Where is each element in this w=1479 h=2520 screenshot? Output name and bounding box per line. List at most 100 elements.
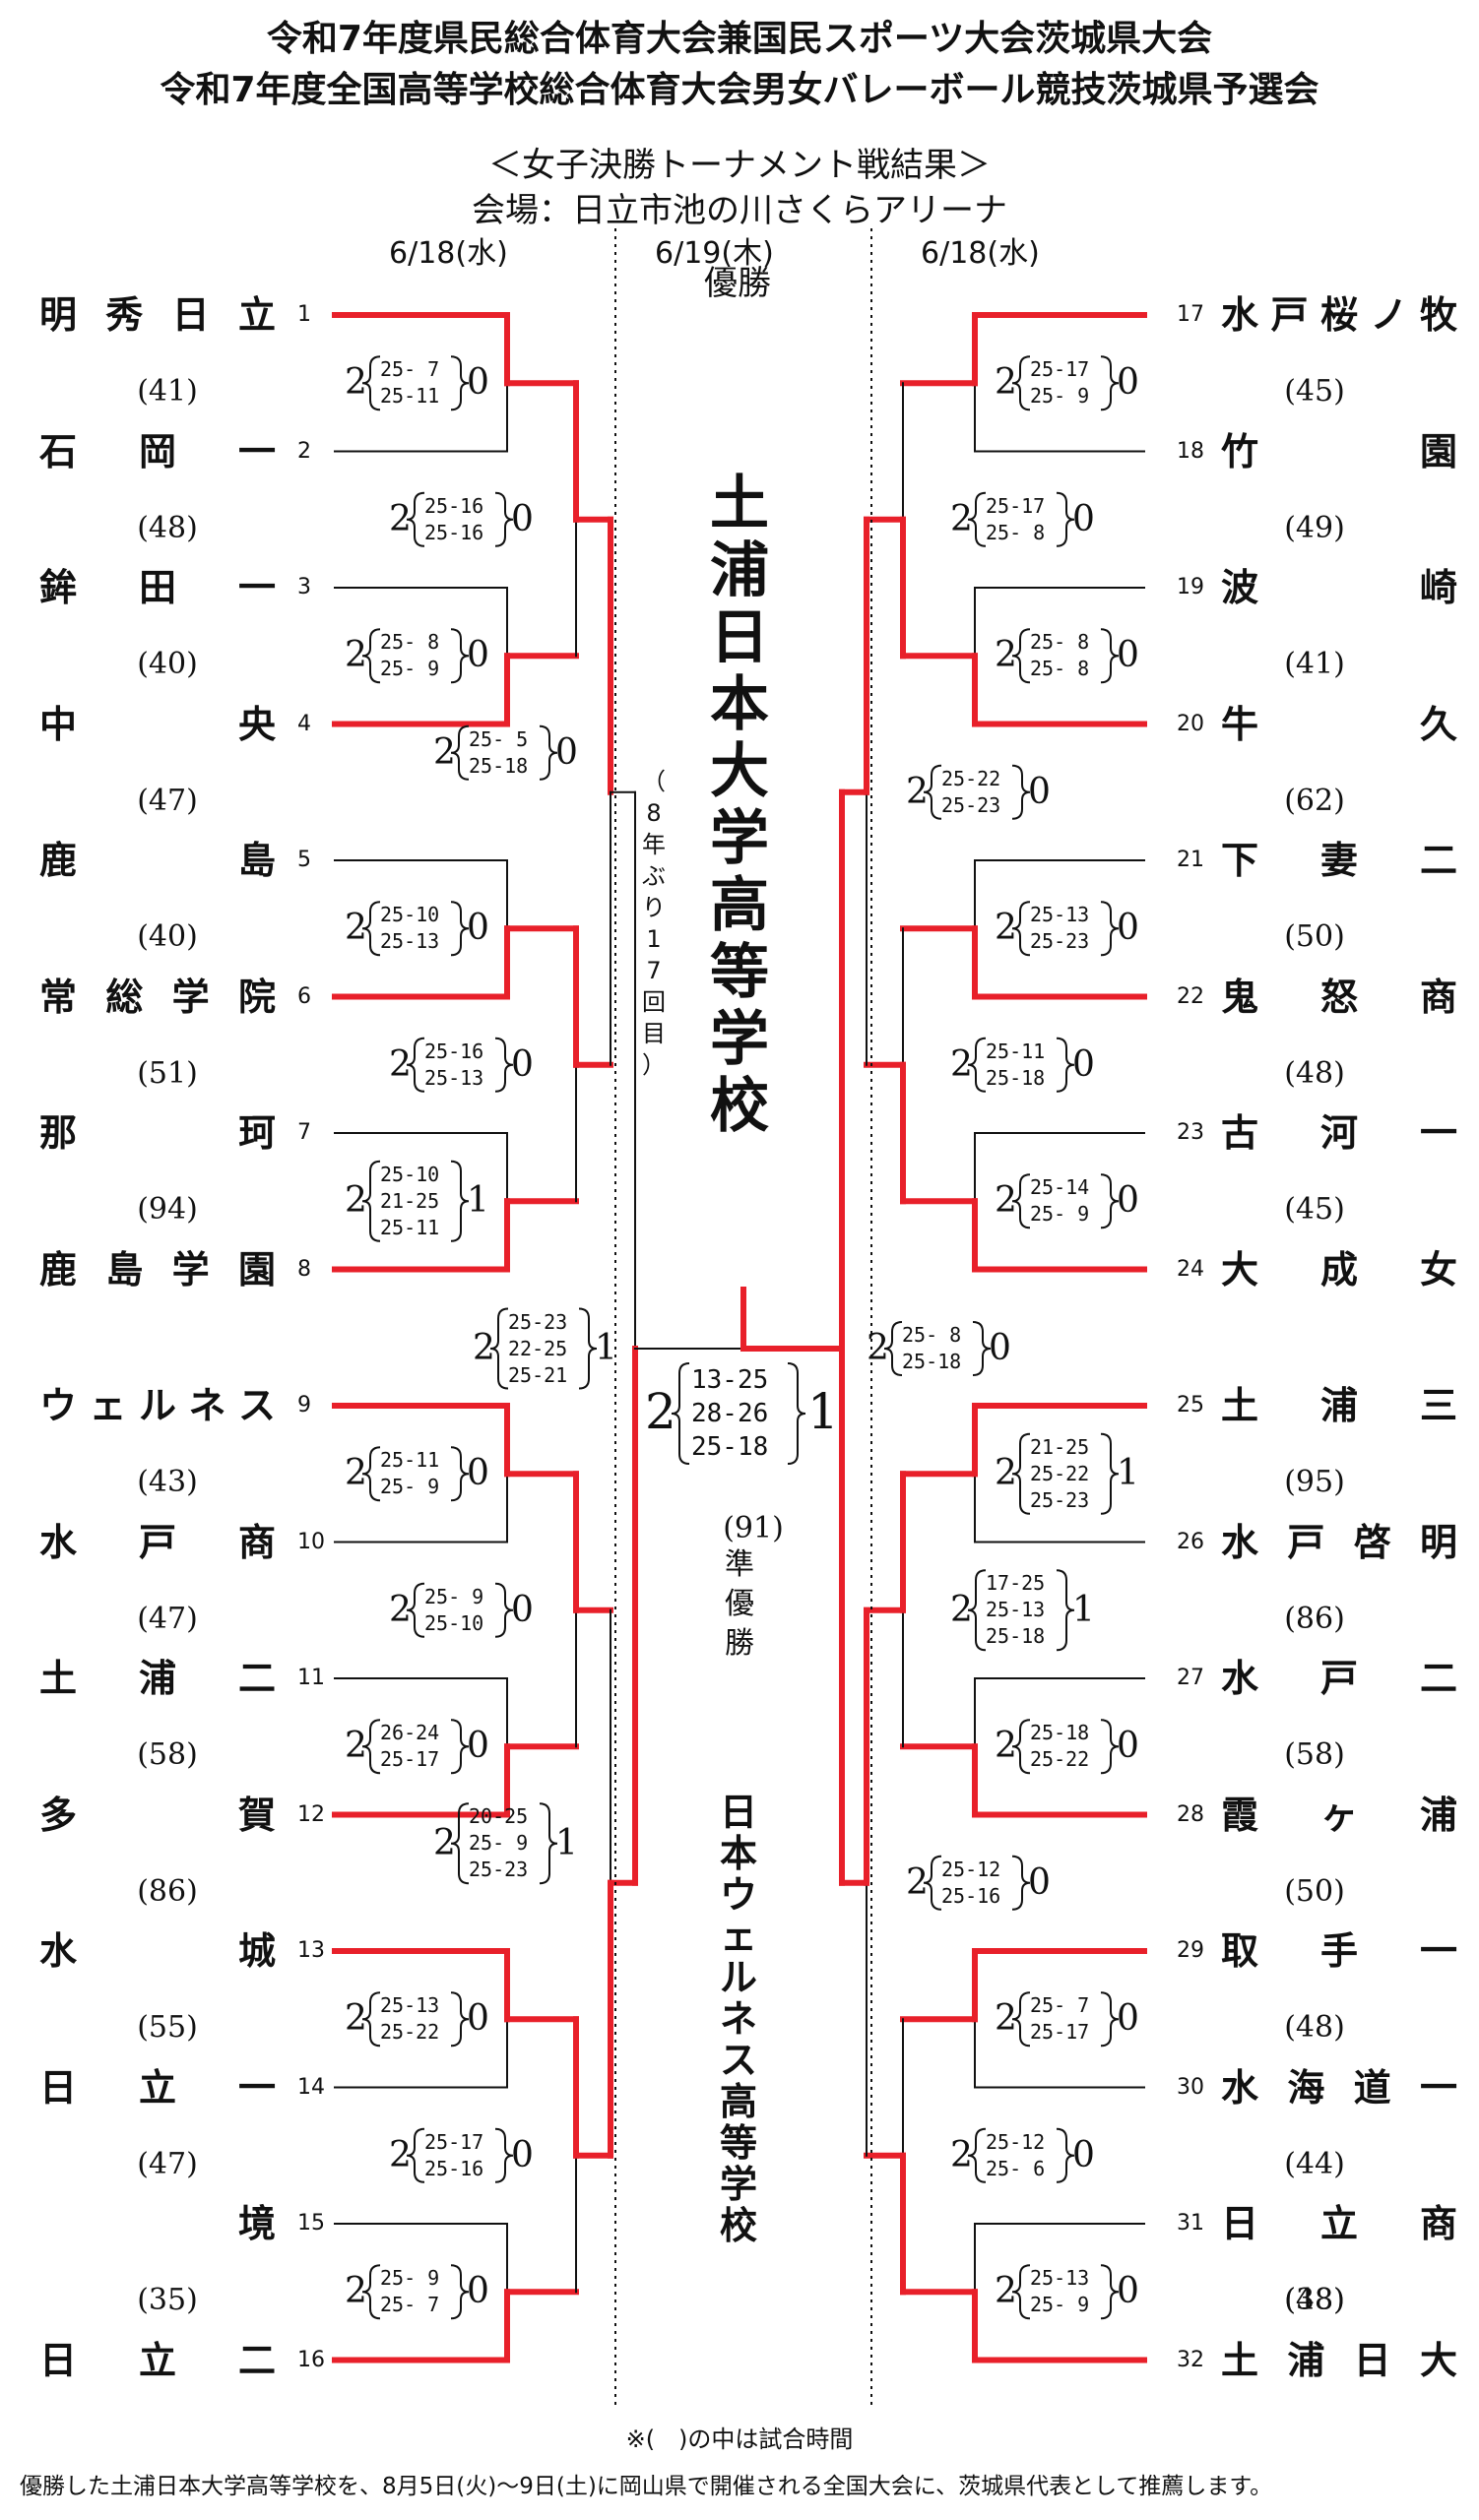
runner-up-name-char: 日 [720, 1791, 758, 1834]
left-r3-1-brace-close [539, 1802, 558, 1885]
right-team-23-seed: 23 [1177, 1120, 1204, 1145]
left-r2-1-brace-open [406, 1037, 425, 1093]
right-r1-0-brace-close [1100, 355, 1120, 411]
left-r1-minutes-7: (35) [137, 2283, 198, 2317]
right-r1-7-sets: 25-13 25- 9 [1030, 2266, 1090, 2317]
right-team-25: 土浦三 [1221, 1384, 1457, 1427]
runner-up-name-char: 等 [720, 2121, 758, 2165]
left-r1-minutes-3: (94) [137, 1192, 198, 1227]
left-r1-7-brace-close [450, 2264, 470, 2320]
left-team-6: 常総学院 [39, 975, 276, 1019]
right-team-20-seed: 20 [1177, 711, 1204, 736]
champion-note-char: り [642, 894, 666, 921]
right-r1-7-score-a: 2 [995, 2271, 1017, 2312]
left-r1-2-brace-close [450, 901, 470, 957]
left-r2-2-brace-close [494, 1582, 514, 1638]
champion-note-char: 7 [646, 957, 662, 984]
runner-up-name-char: 高 [720, 2080, 758, 2123]
left-r1-3-sets: 25-10 21-25 25-11 [380, 1162, 440, 1239]
right-team-17-seed: 17 [1177, 302, 1204, 327]
right-r2-2-brace-close [1056, 1569, 1075, 1652]
right-r1-0-brace-open [1011, 355, 1031, 411]
champion-note-char: ） [642, 1051, 666, 1079]
right-team-28: 霞ヶ浦 [1221, 1793, 1457, 1837]
left-team-9-seed: 9 [297, 1393, 311, 1418]
left-team-9: ウェルネス [39, 1384, 276, 1427]
left-r3-1-sets: 20-25 25- 9 25-23 [469, 1804, 529, 1882]
right-r1-1-sets: 25- 8 25- 8 [1030, 630, 1090, 681]
left-team-3: 鉾田一 [39, 566, 276, 609]
champion-label: 優勝 [704, 261, 771, 306]
right-r1-minutes-3: (45) [1284, 1192, 1345, 1227]
left-team-6-seed: 6 [297, 983, 311, 1009]
left-r2-1-brace-close [494, 1037, 514, 1093]
left-r1-7-sets: 25- 9 25- 7 [380, 2266, 440, 2317]
left-r2-minutes-2: (47) [137, 1601, 198, 1636]
left-team-1-seed: 1 [297, 302, 311, 327]
right-team-23: 古河一 [1221, 1111, 1457, 1155]
left-r3-1-score-a: 2 [433, 1822, 456, 1863]
right-r1-3-brace-close [1100, 1173, 1120, 1229]
right-team-31-seed: 31 [1177, 2211, 1204, 2236]
runner-up-name-char: 校 [720, 2204, 758, 2247]
left-r1-4-sets: 25-11 25- 9 [380, 1448, 440, 1499]
left-r2-1-score-a: 2 [389, 1043, 412, 1085]
right-r2-3-brace-open [967, 2127, 987, 2183]
subtitle: ＜女子決勝トーナメント戦結果＞ [488, 146, 991, 185]
right-team-26: 水戸啓明 [1221, 1520, 1457, 1564]
runner-up-label-char: 勝 [725, 1626, 754, 1661]
runner-up-name-char: 本 [720, 1832, 758, 1875]
right-r3-0-score-a: 2 [906, 771, 929, 812]
left-sf-brace-open [489, 1307, 509, 1390]
right-r1-minutes-0: (45) [1284, 374, 1345, 409]
champion-name-char: 土 [710, 470, 769, 538]
final-sets: 13-25 28-26 25-18 [691, 1365, 769, 1462]
left-r1-minutes-6: (55) [137, 2010, 198, 2045]
left-team-4: 中央 [39, 702, 276, 746]
champion-note-char: ぶ [642, 862, 666, 890]
right-team-32-seed: 32 [1177, 2347, 1204, 2372]
left-r2-3-score-a: 2 [389, 2134, 412, 2175]
left-r2-minutes-0: (48) [137, 510, 198, 545]
right-sf-minutes: (48) [1284, 2283, 1345, 2317]
left-r1-0-score-b: 0 [467, 362, 489, 404]
right-r3-1-score-a: 2 [906, 1861, 929, 1903]
right-r1-minutes-1: (41) [1284, 647, 1345, 681]
left-r3-0-score-a: 2 [433, 731, 456, 773]
champion-name-char: 浦 [710, 536, 769, 605]
right-r2-3-score-b: 0 [1072, 2134, 1095, 2175]
left-r1-minutes-5: (58) [137, 1737, 198, 1772]
left-r1-5-brace-open [361, 1719, 381, 1775]
left-team-13: 水城 [39, 1929, 276, 1973]
final-score-b: 1 [807, 1383, 839, 1440]
left-r2-3-brace-close [494, 2127, 514, 2183]
title-1: 令和7年度県民総合体育大会兼国民スポーツ大会茨城県大会 [266, 19, 1213, 59]
right-r2-3-brace-close [1056, 2127, 1075, 2183]
left-team-10: 水戸商 [39, 1520, 276, 1564]
runner-up-name-char: ネ [720, 1997, 758, 2041]
left-team-14-seed: 14 [297, 2074, 325, 2100]
right-r1-0-sets: 25-17 25- 9 [1030, 357, 1090, 409]
champion-name-char: 日 [710, 603, 769, 672]
right-r1-5-brace-close [1100, 1719, 1120, 1775]
left-r2-1-score-b: 0 [511, 1043, 534, 1085]
right-r2-2-score-b: 1 [1072, 1589, 1095, 1630]
runner-up-name-char: ル [720, 1956, 758, 1999]
left-r1-3-score-a: 2 [345, 1180, 367, 1222]
left-r1-1-brace-close [450, 628, 470, 684]
right-r2-minutes-1: (48) [1284, 1055, 1345, 1091]
right-team-26-seed: 26 [1177, 1529, 1204, 1554]
left-r1-6-brace-open [361, 1991, 381, 2048]
right-r1-5-brace-open [1011, 1719, 1031, 1775]
champion-note-char: 1 [646, 925, 662, 953]
right-r1-1-score-a: 2 [995, 635, 1017, 676]
left-team-2: 石岡一 [39, 429, 276, 473]
left-sf-score-b: 1 [595, 1328, 617, 1368]
runner-up-label-char: 優 [725, 1587, 754, 1621]
left-r3-1-brace-open [450, 1802, 470, 1885]
right-r1-3-brace-open [1011, 1173, 1031, 1229]
right-team-27-seed: 27 [1177, 1666, 1204, 1690]
left-r3-0-brace-close [539, 724, 558, 781]
left-r1-3-brace-open [361, 1160, 381, 1242]
right-team-25-seed: 25 [1177, 1393, 1204, 1418]
